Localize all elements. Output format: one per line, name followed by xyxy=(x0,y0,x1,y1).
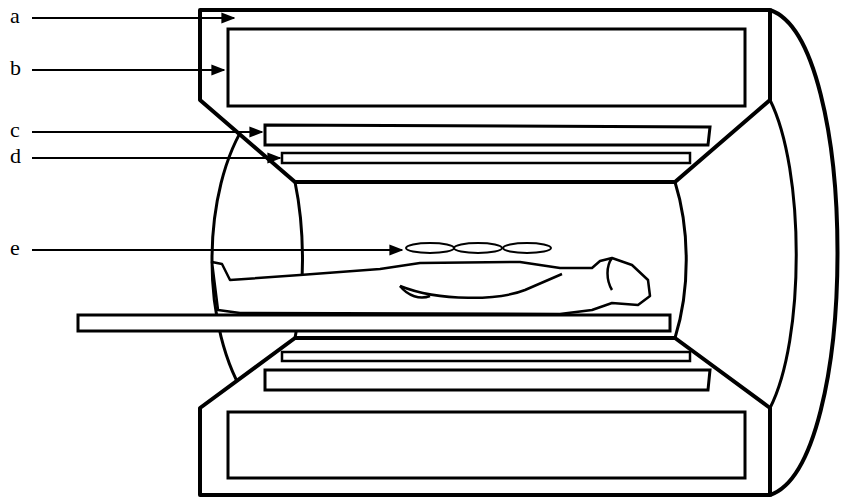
main-magnet xyxy=(228,29,745,106)
front-face xyxy=(212,120,248,400)
callout-letter: c xyxy=(10,119,20,141)
gradient-coil xyxy=(265,370,710,390)
bore-rear-rim xyxy=(675,182,686,338)
callout-letter: a xyxy=(10,5,20,27)
gradient-coil xyxy=(265,125,710,145)
rf-coil xyxy=(282,352,690,361)
patient-table xyxy=(78,315,670,331)
callout-letter: d xyxy=(10,145,21,167)
leader-line xyxy=(32,18,402,250)
callout-letter: b xyxy=(10,57,21,79)
surface-coil xyxy=(406,243,551,253)
housing-bottom xyxy=(200,338,770,495)
bore-back-rim xyxy=(770,100,796,408)
main-magnet xyxy=(228,412,745,478)
patient xyxy=(212,258,650,314)
callout-letter: e xyxy=(10,237,20,259)
rf-coil xyxy=(282,153,690,163)
housing-back xyxy=(770,10,838,495)
housing-top xyxy=(200,10,770,182)
